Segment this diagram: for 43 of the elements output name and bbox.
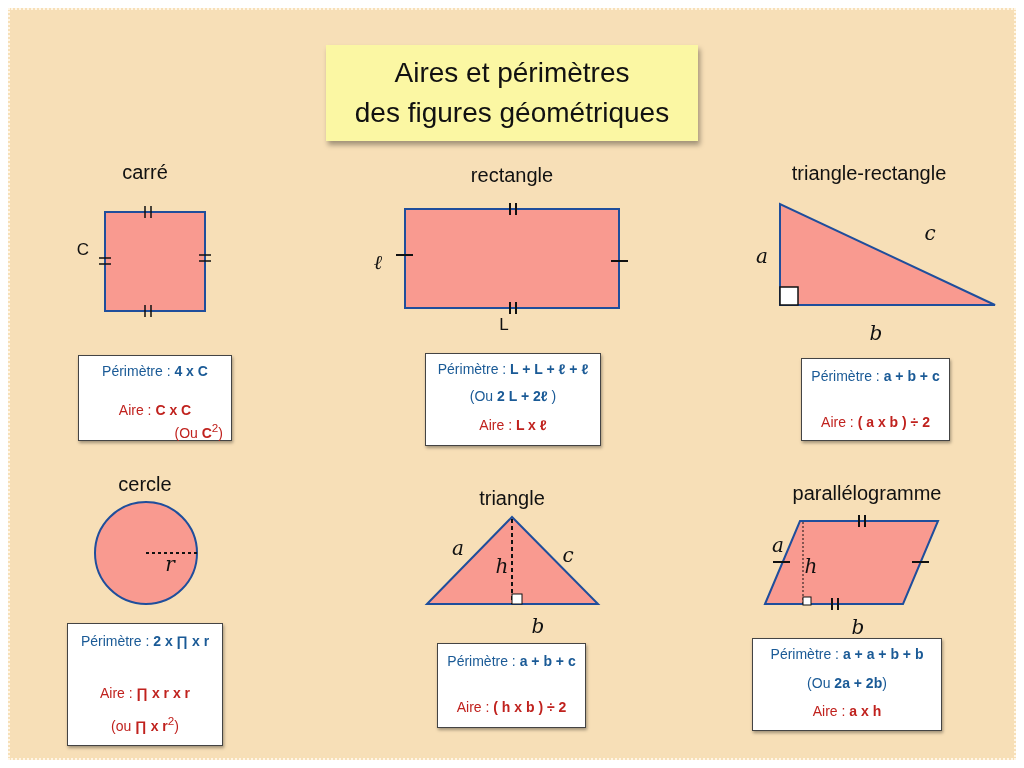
- formula-text: Aire : ( a x b ) ÷ 2: [821, 413, 930, 431]
- formula-text: Aire : ∏ x r x r: [99, 684, 191, 702]
- side-label: h: [804, 554, 818, 578]
- side-label: c: [562, 543, 574, 567]
- figure-name: rectangle: [470, 163, 554, 187]
- formula-text: (Ou 2 L + 2ℓ ): [469, 387, 557, 405]
- side-label: b: [869, 321, 883, 345]
- side-label: L: [499, 315, 509, 335]
- formula-text: Aire : a x h: [812, 702, 882, 720]
- formula-card: [801, 358, 950, 441]
- side-label: h: [495, 554, 509, 578]
- figure-name: parallélogramme: [792, 481, 942, 505]
- formula-card: [437, 643, 586, 728]
- side-label: b: [851, 615, 865, 639]
- side-label: b: [531, 614, 545, 638]
- title: Aires et périmètres des figures géométriques: [326, 45, 698, 141]
- formula-text: Aire : C x C: [118, 401, 192, 419]
- formula-text: Aire : L x ℓ: [479, 416, 547, 434]
- formula-text: (Ou 2a + 2b): [807, 674, 887, 692]
- formula-text: Périmètre : 4 x C: [102, 362, 208, 380]
- formula-text: (ou ∏ x r$^{2}$): [111, 713, 179, 735]
- side-label: ℓ: [373, 250, 383, 274]
- side-label: a: [772, 533, 784, 557]
- formula-card: [425, 353, 601, 446]
- formula-card: [78, 355, 232, 441]
- side-label: r: [165, 552, 175, 576]
- formula-text: Périmètre : L + L + ℓ + ℓ: [437, 360, 589, 378]
- side-label: C: [76, 240, 90, 260]
- formula-card: [67, 623, 223, 746]
- figure-name: carré: [122, 160, 168, 184]
- formula-text: Périmètre : 2 x ∏ x r: [80, 632, 210, 650]
- figure-name: triangle-rectangle: [791, 161, 947, 185]
- formula-text: Périmètre : a + b + c: [811, 367, 940, 385]
- formula-text: (Ou C$^{2}$): [174, 420, 223, 442]
- figure-name: cercle: [118, 472, 172, 496]
- formula-text: Aire : ( h x b ) ÷ 2: [456, 698, 567, 716]
- formula-card: [752, 638, 942, 731]
- side-label: c: [924, 221, 936, 245]
- formula-text: Périmètre : a + a + b + b: [770, 645, 924, 663]
- side-label: a: [452, 536, 464, 560]
- formula-text: Périmètre : a + b + c: [447, 652, 576, 670]
- figure-name: triangle: [479, 486, 545, 510]
- side-label: a: [756, 244, 768, 268]
